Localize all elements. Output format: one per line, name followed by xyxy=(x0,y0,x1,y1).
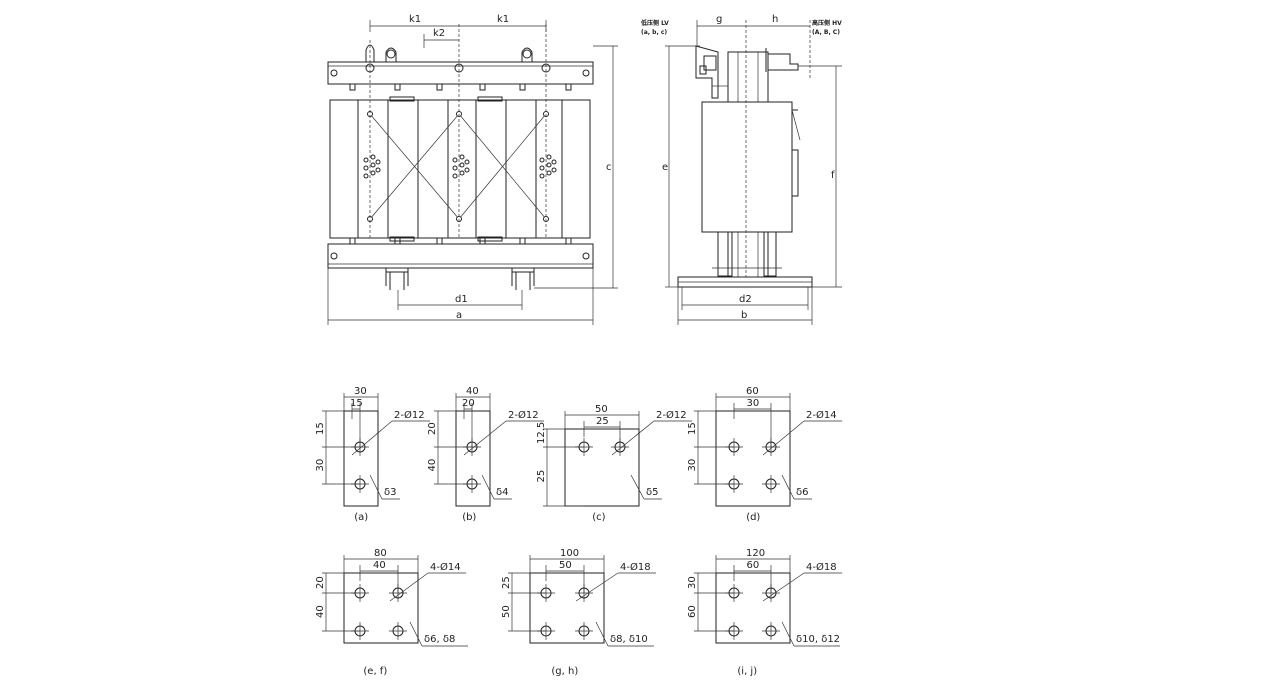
dim-b: b xyxy=(741,310,747,321)
terminal-details: 301515302-Ø12δ3(a)402020402-Ø12δ4(b)5025… xyxy=(315,386,842,677)
dim-d1: d1 xyxy=(455,294,468,305)
vertical-dim-1: 12.5 xyxy=(536,422,547,444)
terminal-detail-4 xyxy=(694,393,842,507)
side-view: g h e f d2 b 低压侧 LV (a, b, c) 高压侧 HV (A,… xyxy=(640,14,842,325)
dim-g: g xyxy=(716,14,722,25)
dim-a: a xyxy=(456,310,462,321)
width-dim-label: 50 xyxy=(595,404,608,415)
terminal-detail-2 xyxy=(434,393,544,507)
hole-spec-label: 2-Ø14 xyxy=(806,409,837,421)
vertical-dim-2: 25 xyxy=(536,470,547,483)
thickness-label: δ3 xyxy=(384,487,396,498)
vertical-dim-1: 25 xyxy=(501,576,512,589)
width-dim-label: 120 xyxy=(746,548,765,559)
vertical-dim-2: 30 xyxy=(315,459,326,472)
vertical-dim-1: 15 xyxy=(315,422,326,435)
spacing-dim-label: 50 xyxy=(559,560,572,571)
spacing-dim-label: 40 xyxy=(373,560,386,571)
hv-side-label: 高压侧 HV xyxy=(812,19,842,27)
width-dim-label: 80 xyxy=(374,548,387,559)
spacing-dim-label: 15 xyxy=(350,398,363,409)
vertical-dim-1: 30 xyxy=(687,576,698,589)
dim-k2: k2 xyxy=(433,28,445,39)
dim-d2: d2 xyxy=(739,294,752,305)
detail-caption: (a) xyxy=(354,512,368,523)
detail-caption: (e, f) xyxy=(363,666,387,677)
spacing-dim-label: 25 xyxy=(596,416,609,427)
spacing-dim-label: 30 xyxy=(747,398,760,409)
vertical-dim-2: 40 xyxy=(315,605,326,618)
thickness-label: δ10, δ12 xyxy=(796,634,840,645)
dim-h: h xyxy=(772,14,778,25)
vertical-dim-1: 20 xyxy=(427,422,438,435)
terminal-detail-3 xyxy=(543,411,692,507)
thickness-label: δ4 xyxy=(496,487,508,498)
front-view: k1 k1 k2 c d1 a xyxy=(327,14,618,325)
terminal-detail-1 xyxy=(322,393,430,507)
width-dim-label: 60 xyxy=(746,386,759,397)
lv-side-label: 低压侧 LV xyxy=(640,19,669,27)
dim-k1-right: k1 xyxy=(497,14,509,25)
hole-spec-label: 4-Ø18 xyxy=(620,561,651,573)
hole-spec-label: 2-Ø12 xyxy=(508,409,539,421)
thickness-label: δ5 xyxy=(646,487,658,498)
hv-terminals: (A, B, C) xyxy=(812,29,840,36)
hole-spec-label: 2-Ø12 xyxy=(394,409,425,421)
terminal-detail-6 xyxy=(508,555,656,647)
spacing-dim-label: 60 xyxy=(747,560,760,571)
detail-caption: (g, h) xyxy=(551,666,578,677)
dim-f: f xyxy=(831,170,835,181)
terminal-detail-5 xyxy=(322,555,468,647)
detail-caption: (d) xyxy=(746,512,760,523)
tap-connectors xyxy=(363,154,557,179)
detail-caption: (i, j) xyxy=(737,666,757,677)
thickness-label: δ6, δ8 xyxy=(424,634,455,645)
vertical-dim-2: 40 xyxy=(427,459,438,472)
detail-caption: (c) xyxy=(592,512,605,523)
thickness-label: δ6 xyxy=(796,487,808,498)
vertical-dim-1: 15 xyxy=(687,422,698,435)
detail-caption: (b) xyxy=(462,512,476,523)
thickness-label: δ8, δ10 xyxy=(610,634,648,645)
width-dim-label: 100 xyxy=(560,548,579,559)
vertical-dim-2: 30 xyxy=(687,459,698,472)
terminal-detail-7 xyxy=(694,555,842,647)
dim-c: c xyxy=(606,162,612,173)
vertical-dim-1: 20 xyxy=(315,576,326,589)
hole-spec-label: 4-Ø14 xyxy=(430,561,461,573)
spacing-dim-label: 20 xyxy=(462,398,475,409)
lv-terminals: (a, b, c) xyxy=(641,29,667,36)
width-dim-label: 40 xyxy=(466,386,479,397)
vertical-dim-2: 50 xyxy=(501,605,512,618)
dim-k1-left: k1 xyxy=(409,14,421,25)
hole-spec-label: 2-Ø12 xyxy=(656,409,687,421)
dim-e: e xyxy=(662,162,668,173)
hole-spec-label: 4-Ø18 xyxy=(806,561,837,573)
vertical-dim-2: 60 xyxy=(687,605,698,618)
width-dim-label: 30 xyxy=(354,386,367,397)
